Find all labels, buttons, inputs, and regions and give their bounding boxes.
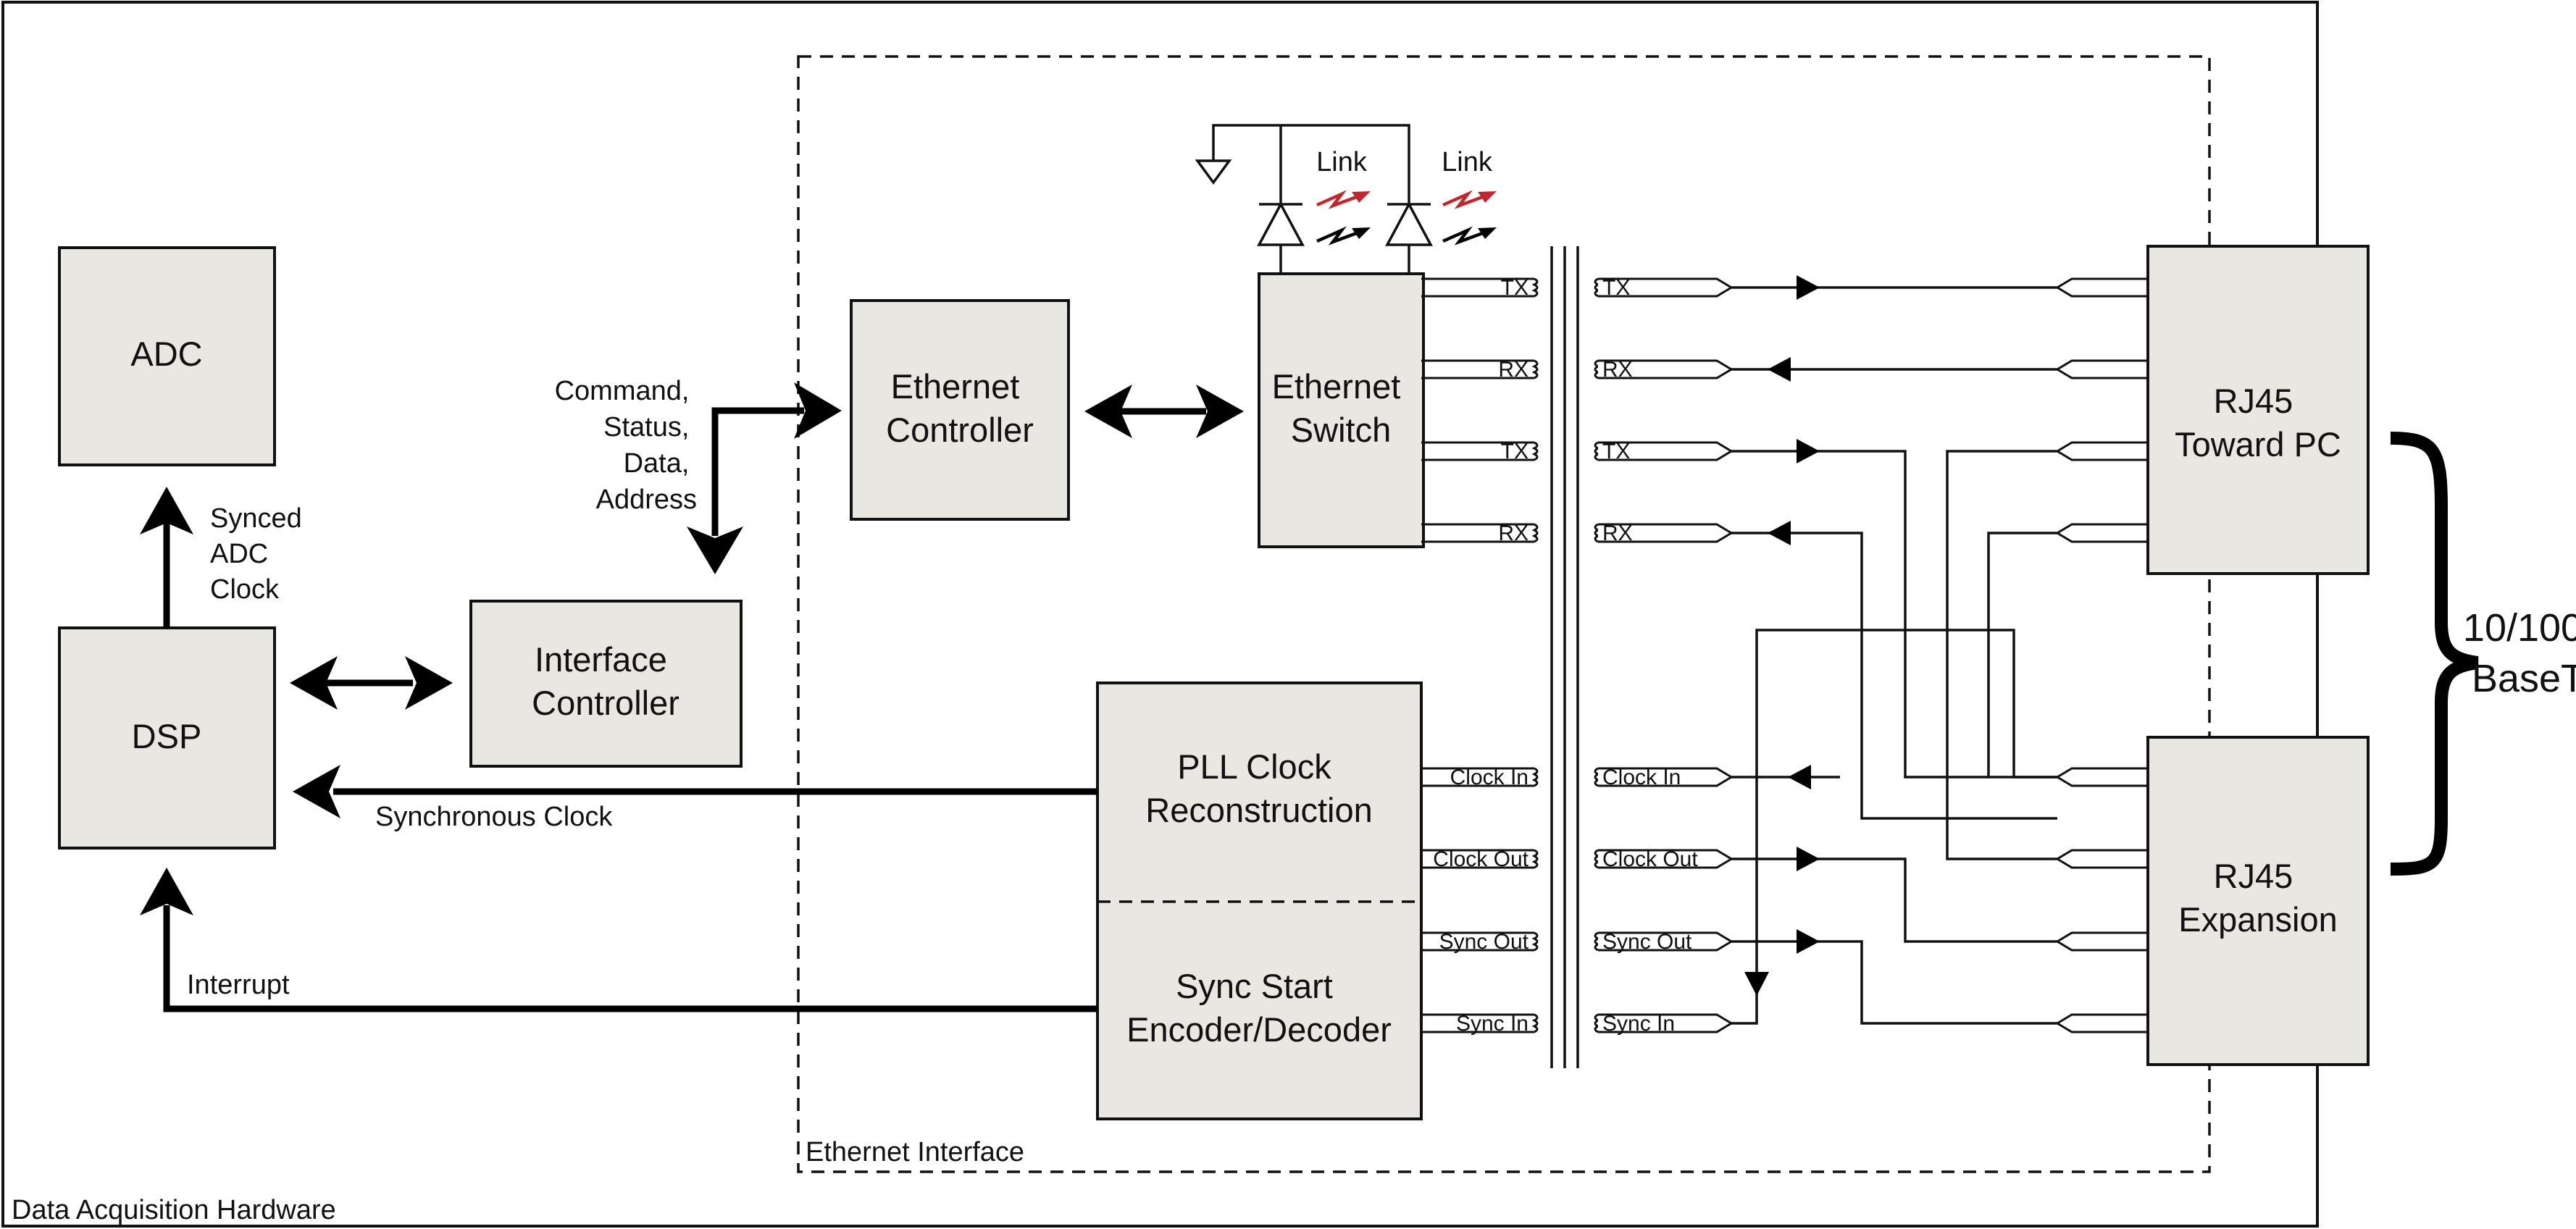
interface-controller-label: Interface Controller [532,640,679,722]
rj45-expansion-block [2146,736,2370,1066]
pin-right-label: Sync Out [1602,930,1692,954]
pin-right: Sync Out [1594,930,1734,954]
sync-label: Sync Start Encoder/Decoder [1126,967,1392,1049]
data-acquisition-frame [1,1,2319,1228]
pin-left-label: RX [1498,521,1529,545]
synced-adc-clock-label: Synced ADC Clock [210,503,309,605]
pin-right: Sync In [1594,1012,1734,1036]
pin-left-label: TX [1501,440,1529,464]
bus-arrowhead-right [794,382,842,439]
adc-block [58,246,276,466]
pin-left-label: Sync Out [1439,930,1529,954]
pin-right: TX [1594,440,1734,464]
ethernet-interface-frame [797,55,2211,1173]
pin-right: Clock In [1594,765,1734,789]
ethernet-switch-label: Ethernet Switch [1272,367,1410,449]
rj45-toward-pc-block [2146,245,2370,575]
pin-right-label: Clock In [1602,765,1681,789]
led-light-icon-2 [1442,190,1497,246]
adc-label: ADC [130,335,202,373]
data-acquisition-label: Data Acquisition Hardware [12,1195,336,1225]
pin-left: TX [1421,276,1539,300]
ethernet-interface-label: Ethernet Interface [806,1137,1024,1167]
synced-clock-arrowhead [140,487,193,534]
rj45-wiring [1731,275,2057,1025]
dsp-block [58,626,276,850]
led-light-icon-1 [1316,190,1371,246]
pin-left: Clock In [1421,765,1539,789]
rj45-expansion-label: RJ45 Expansion [2178,857,2338,939]
pin-left-label: Clock In [1450,765,1529,789]
pin-left: Clock Out [1421,847,1539,871]
pin-left-label: TX [1501,276,1529,300]
bus-arrowhead-down [687,527,743,574]
link-label-2: Link [1442,147,1493,177]
pin-right: RX [1594,521,1734,545]
baset-label: 10/100 BaseT [2463,606,2576,700]
pin-right: TX [1594,276,1734,300]
pin-left: RX [1421,521,1539,545]
interrupt-label: Interrupt [187,970,290,1000]
pin-left-label: Clock Out [1433,847,1529,871]
interface-controller-block [469,600,743,768]
pin-right: RX [1594,358,1734,382]
pin-right-label: RX [1602,521,1633,545]
pin-left-label: Sync In [1456,1012,1529,1036]
pin-right-label: TX [1602,276,1630,300]
rj45-connector-stubs [2055,277,2148,1033]
pin-left: Sync In [1421,1012,1539,1036]
baset-brace [2390,432,2479,876]
pin-right-label: TX [1602,440,1630,464]
pll-label: PLL Clock Reconstruction [1145,747,1373,829]
pin-right-label: Clock Out [1602,847,1698,871]
synchronous-clock-label: Synchronous Clock [375,802,613,832]
rj45-toward-pc-label: RJ45 Toward PC [2175,382,2341,464]
pin-left: RX [1421,358,1539,382]
ethernet-switch-block [1258,272,1425,548]
bus-label: Command, Status, Data, Address [555,376,697,515]
pin-right-label: RX [1602,358,1633,382]
pin-right-label: Sync In [1602,1012,1675,1036]
pin-left-label: RX [1498,358,1529,382]
pin-left: Sync Out [1421,930,1539,954]
isolation-barrier [1550,246,1579,1068]
ethernet-controller-label: Ethernet Controller [886,367,1034,449]
pin-right: Clock Out [1594,847,1734,871]
pin-left: TX [1421,440,1539,464]
ethernet-controller-block [850,299,1070,521]
link-label-1: Link [1316,147,1368,177]
dsp-label: DSP [132,717,202,755]
